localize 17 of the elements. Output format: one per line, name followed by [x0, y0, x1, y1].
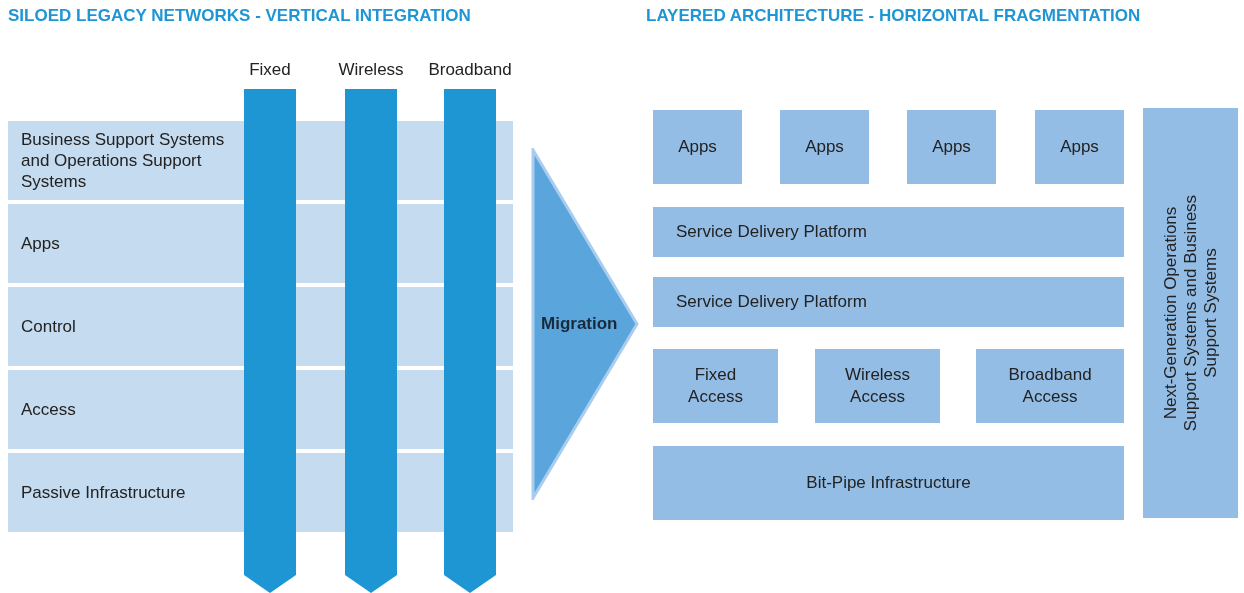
- layer-box: Bit-Pipe Infrastructure: [653, 446, 1124, 520]
- column-heading: Wireless: [338, 60, 404, 80]
- column-heading: Fixed: [249, 60, 291, 80]
- side-panel: Next-Generation Operations Support Systems and Business Support Systems: [1143, 108, 1238, 518]
- layer-box: Apps: [780, 110, 869, 184]
- layer-box: Wireless Access: [815, 349, 940, 423]
- section-heading: LAYERED ARCHITECTURE - HORIZONTAL FRAGMENTATION: [646, 6, 1141, 26]
- layer-box: Fixed Access: [653, 349, 778, 423]
- layer-box: Broadband Access: [976, 349, 1124, 423]
- layer-box: Apps: [907, 110, 996, 184]
- section-heading: SILOED LEGACY NETWORKS - VERTICAL INTEGRATION: [8, 6, 471, 26]
- arrow-label: Migration: [541, 314, 618, 334]
- layer-box: Apps: [1035, 110, 1124, 184]
- layer-box: Service Delivery Platform: [653, 207, 1124, 257]
- column-heading: Broadband: [428, 60, 512, 80]
- layer-box: Apps: [653, 110, 742, 184]
- layer-box: Service Delivery Platform: [653, 277, 1124, 327]
